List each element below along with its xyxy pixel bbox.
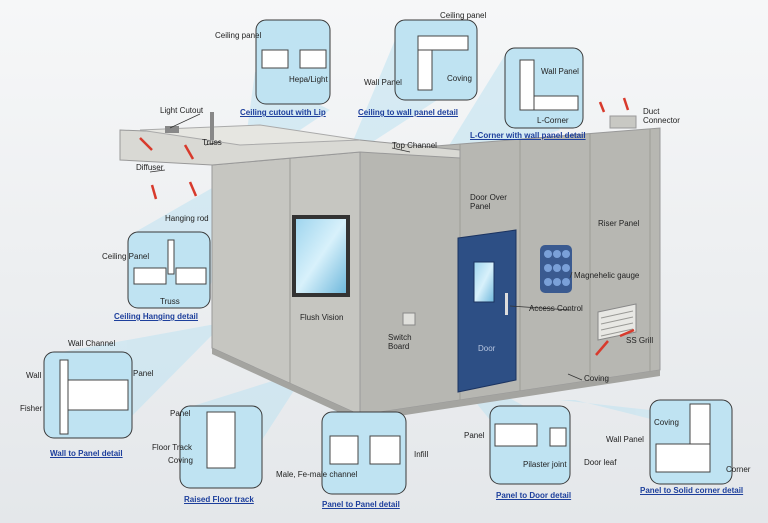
label-wall-channel: Wall Channel [68, 339, 116, 348]
label-hanging-rod: Hanging rod [165, 214, 209, 223]
label-male-female-channel: Male, Fe-male channel [276, 470, 358, 479]
label-diffuser: Diffuser [136, 163, 164, 172]
detail-drawings [59, 35, 711, 473]
caption-ceiling-to-wall: Ceiling to wall panel detail [358, 108, 459, 117]
leader-lines [149, 113, 583, 381]
label-ceiling-panel-b: Ceiling panel [440, 11, 487, 20]
door-vision-panel [473, 261, 495, 303]
label-wall-panel-c: Wall Panel [606, 435, 644, 444]
light-cutout-hole [165, 126, 179, 133]
door-handle [505, 293, 508, 315]
label-wall-panel-b: Wall Panel [541, 67, 579, 76]
flush-vision-glass [296, 219, 346, 293]
label-corner: Corner [726, 465, 751, 474]
label-pilaster-joint: Pilaster joint [523, 460, 567, 469]
caption-wall-to-panel: Wall to Panel detail [50, 449, 123, 458]
label-truss-a: Truss [202, 138, 222, 147]
label-infill: Infill [414, 450, 429, 459]
label-door-over-panel: Door Over Panel [470, 193, 507, 211]
label-ceiling-panel-a: Ceiling panel [215, 31, 262, 40]
label-access-control: Access Control [529, 304, 583, 313]
label-ss-grill: SS Grill [626, 336, 654, 345]
gauge-dials [544, 250, 570, 286]
label-l-corner: L-Corner [537, 116, 569, 125]
label-coving-b: Coving [584, 374, 609, 383]
label-wall-panel-a: Wall Panel [364, 78, 402, 87]
caption-l-corner: L-Corner with wall panel detail [470, 131, 586, 140]
label-door-leaf: Door leaf [584, 458, 617, 467]
switch-board-plate [402, 312, 416, 326]
label-panel-b: Panel [170, 409, 191, 418]
caption-ceiling-cutout: Ceiling cutout with Lip [240, 108, 326, 117]
label-magnehelic-gauge: Magnehelic gauge [574, 271, 640, 280]
airflow-arrows [139, 97, 635, 356]
duct-connector-box [609, 115, 637, 129]
hanging-rod-post [210, 112, 214, 140]
label-riser-panel: Riser Panel [598, 219, 640, 228]
label-flush-vision: Flush Vision [300, 313, 344, 322]
caption-panel-to-corner: Panel to Solid corner detail [640, 486, 744, 495]
label-top-channel: Top Channel [392, 141, 437, 150]
caption-panel-to-door: Panel to Door detail [496, 491, 572, 500]
ceiling-top [139, 124, 361, 146]
label-wall: Wall [26, 371, 42, 380]
label-panel-c: Panel [464, 431, 485, 440]
door-leaf [457, 229, 517, 393]
coving-base [212, 348, 660, 422]
ss-grill-slats [600, 310, 634, 337]
label-switch-board: Switch Board [388, 333, 412, 351]
caption-ceiling-hanging: Ceiling Hanging detail [114, 312, 199, 321]
label-coving-a: Coving [447, 74, 472, 83]
label-ceiling-panel-c: Ceiling Panel [102, 252, 150, 261]
caption-panel-to-panel: Panel to Panel detail [322, 500, 400, 509]
label-coving-c: Coving [168, 456, 193, 465]
ss-grill [597, 303, 637, 341]
label-fisher: Fisher [20, 404, 43, 413]
label-duct-connector: Duct Connector [643, 107, 680, 125]
label-light-cutout: Light Cutout [160, 106, 204, 115]
label-panel-a: Panel [133, 369, 154, 378]
label-floor-track: Floor Track [152, 443, 193, 452]
label-door: Door [478, 344, 496, 353]
caption-raised-floor: Raised Floor track [184, 495, 254, 504]
label-coving-d: Coving [654, 418, 679, 427]
label-truss-b: Truss [160, 297, 180, 306]
label-hepa-light: Hepa/Light [289, 75, 328, 84]
